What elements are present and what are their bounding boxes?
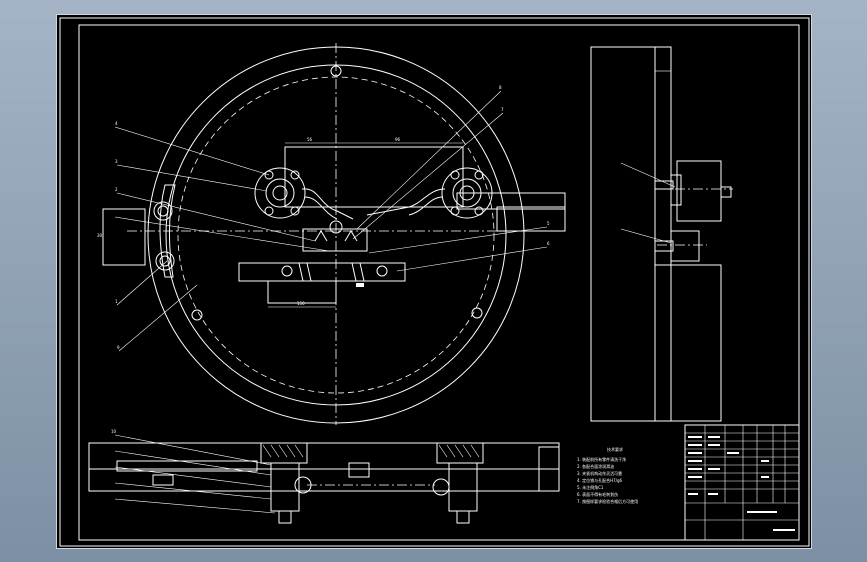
notes-title: 技术要求 <box>607 446 623 452</box>
outer-border <box>59 17 810 547</box>
leader-label: 4 <box>115 121 118 126</box>
center-block <box>302 228 368 252</box>
inner-border <box>78 24 800 541</box>
link-arm <box>366 188 446 216</box>
section-view: 10 <box>88 429 560 524</box>
leader-label: 1 <box>115 299 118 304</box>
link-arm <box>301 188 354 220</box>
left-slot <box>159 184 176 278</box>
dim-bottom: 150 <box>297 301 305 306</box>
note-line: 5. 未注倒角C1 <box>577 484 604 490</box>
disc-hole <box>471 307 483 319</box>
leader-label: 7 <box>501 107 504 112</box>
technical-notes: 技术要求 1. 装配前所有零件清洗干净 2. 各配合面涂润滑油 3. 夹紧机构动… <box>577 446 638 504</box>
note-line: 3. 夹紧机构动作灵活可靠 <box>577 470 622 476</box>
note-line: 7. 按图样要求检验合格后方可使用 <box>577 498 638 504</box>
cylinder-block <box>238 262 406 282</box>
leader-label: 10 <box>111 429 117 434</box>
note-line: 1. 装配前所有零件清洗干净 <box>577 456 626 462</box>
side-bracket <box>676 160 722 222</box>
left-block <box>102 208 146 266</box>
note-line: 2. 各配合面涂润滑油 <box>577 463 614 469</box>
leader-label: 2 <box>115 187 118 192</box>
clamp-frame <box>284 146 464 208</box>
note-line: 4. 定位销与孔配合H7/g6 <box>577 477 623 483</box>
right-clamp <box>441 167 493 219</box>
dim-side: 30 <box>97 233 103 238</box>
front-view: 56 96 150 30 4 3 2 1 9 8 7 5 6 <box>97 43 566 425</box>
disc-hole <box>330 65 342 77</box>
note-line: 6. 表面不得有毛刺划伤 <box>577 491 618 497</box>
disc-hole <box>191 309 203 321</box>
main-disc-inner <box>165 64 507 406</box>
section-base <box>88 442 560 470</box>
side-cylinder <box>654 264 722 422</box>
main-disc-outer <box>147 46 525 424</box>
leader-label: 3 <box>115 159 118 164</box>
cad-drawing: 56 96 150 30 4 3 2 1 9 8 7 5 6 <box>59 17 810 547</box>
side-view <box>590 46 733 422</box>
dim-top-right: 96 <box>395 137 401 142</box>
leader-label: 8 <box>499 85 502 90</box>
leader-label: 9 <box>117 345 120 350</box>
side-plate <box>590 46 656 422</box>
leader-label: 5 <box>547 221 550 226</box>
left-clamp <box>254 167 306 219</box>
leader-label: 6 <box>547 241 550 246</box>
leader-lines <box>114 90 548 352</box>
title-block <box>684 424 800 541</box>
cad-viewport[interactable]: 56 96 150 30 4 3 2 1 9 8 7 5 6 <box>56 14 812 549</box>
right-block <box>456 192 566 210</box>
dim-top-left: 56 <box>307 137 313 142</box>
